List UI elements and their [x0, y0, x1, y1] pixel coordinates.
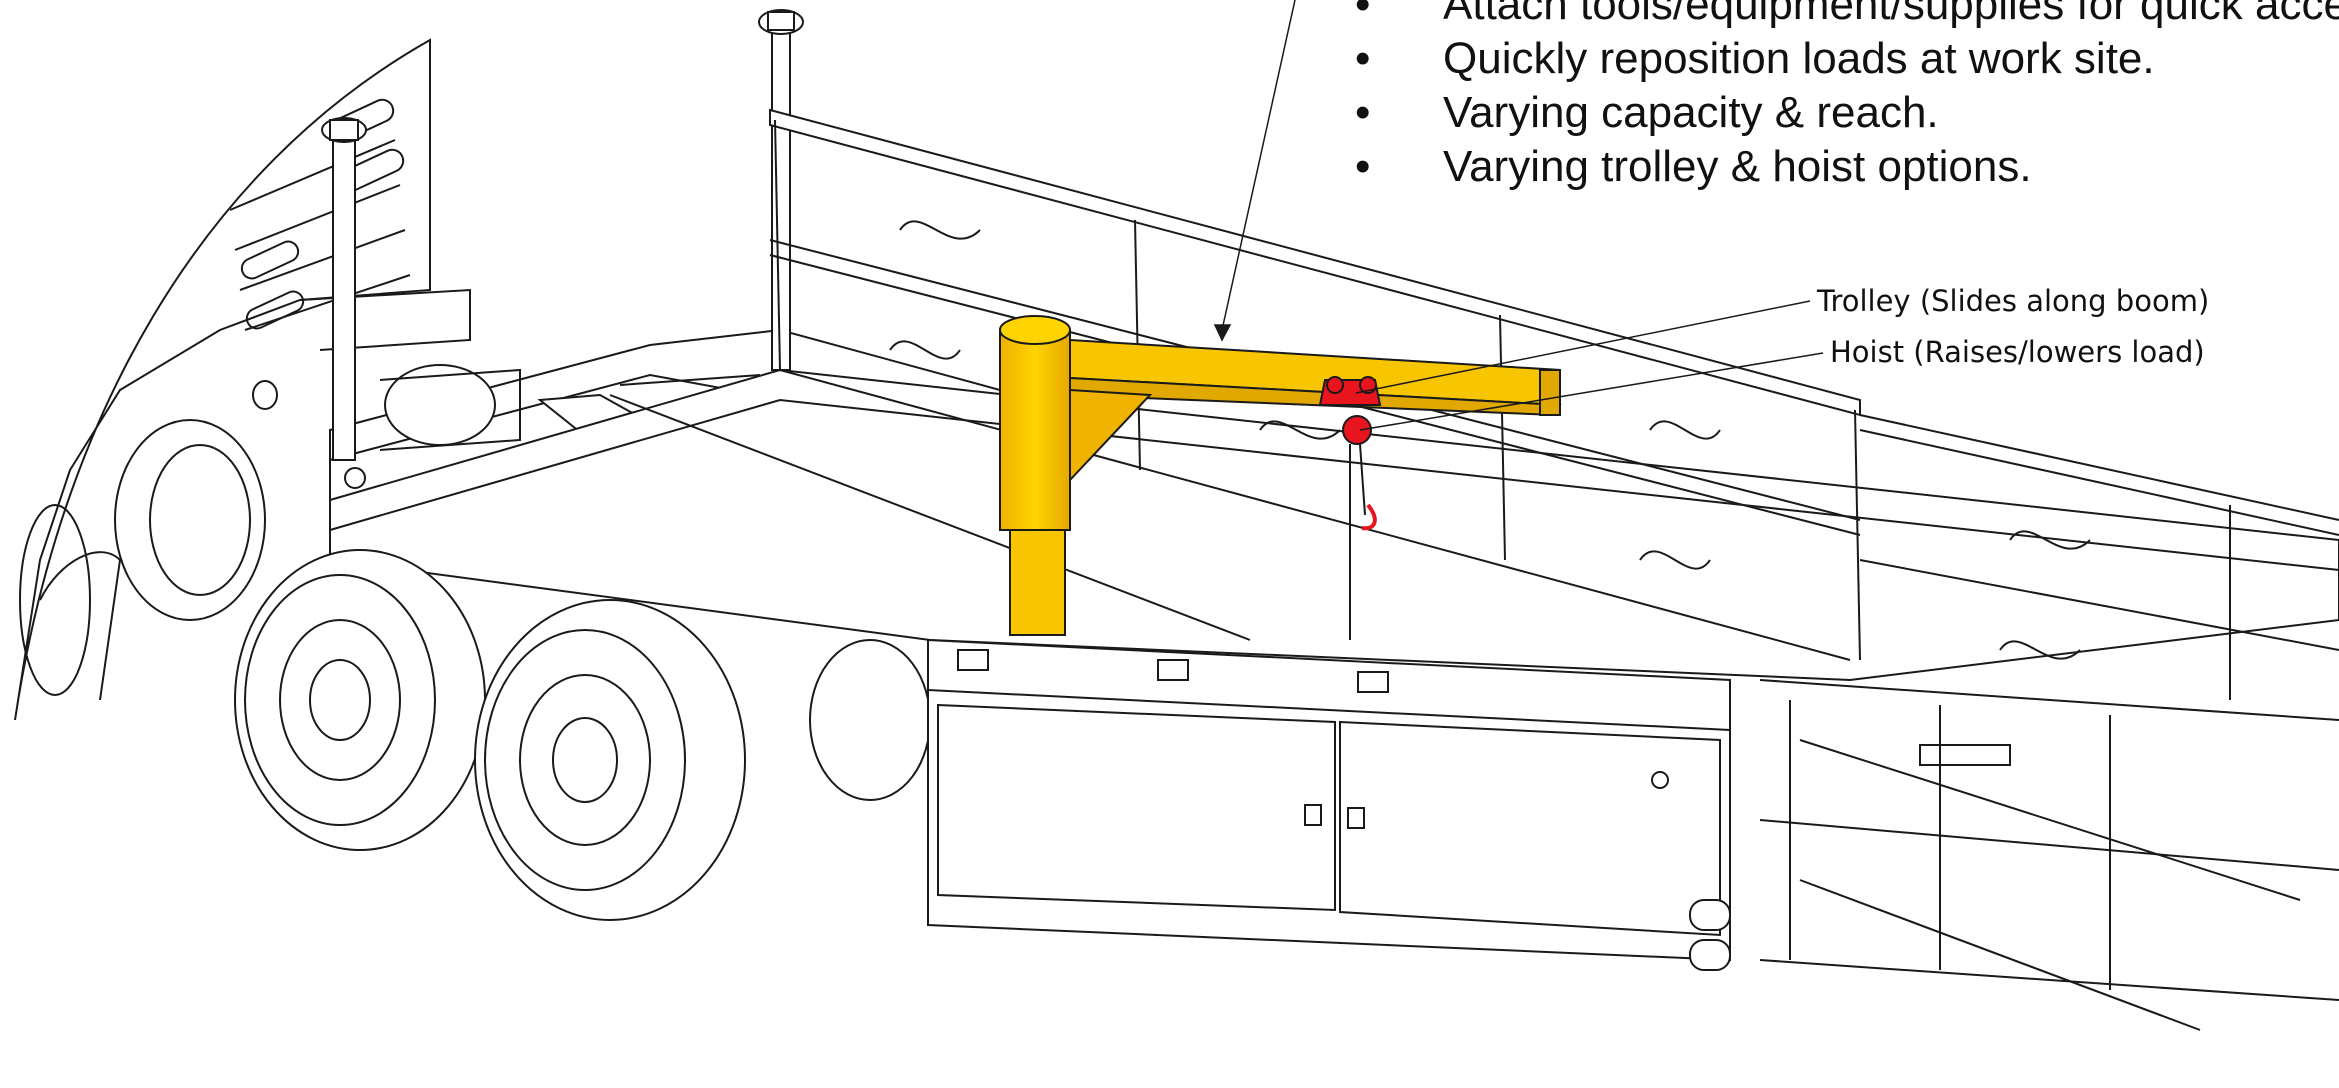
bullet-item: •Varying capacity & reach.	[1355, 88, 1939, 137]
bullet-item: •Quickly reposition loads at work site.	[1355, 34, 2155, 83]
trailer-deck	[329, 368, 2339, 682]
truck-cab	[14, 38, 471, 721]
bullet-item: •Attach tools/equipment/supplies for qui…	[1355, 0, 2339, 29]
trolley-callout-label: Trolley (Slides along boom)	[1817, 284, 2210, 318]
bullet-item: •Varying trolley & hoist options.	[1355, 142, 2032, 191]
leader-lines	[1213, 0, 1824, 431]
jib-crane	[999, 315, 1562, 636]
trailer-wheels	[234, 549, 931, 921]
trailer-frame	[1759, 679, 2339, 1031]
storage-box	[927, 638, 1731, 971]
hoist-callout-label: Hoist (Raises/lowers load)	[1830, 335, 2205, 369]
feature-bullet-list: •Attach tools/equipment/supplies for qui…	[1355, 0, 2339, 194]
